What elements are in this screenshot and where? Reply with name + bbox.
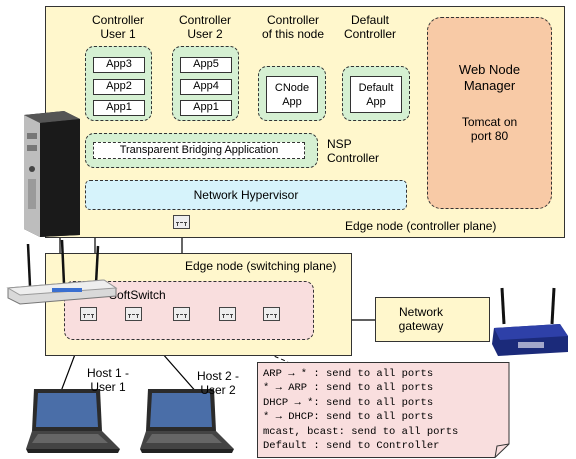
desktop-pc-icon bbox=[24, 111, 80, 237]
rule-line: * → DHCP: send to all ports bbox=[263, 411, 434, 424]
gateway-router-icon bbox=[492, 287, 568, 356]
user1-app3: App3 bbox=[93, 57, 145, 73]
host1-laptop-icon bbox=[26, 389, 120, 453]
web-node-manager bbox=[427, 17, 552, 209]
column-label-node: Controller of this node bbox=[261, 13, 325, 41]
rules-note-shape bbox=[257, 362, 510, 458]
host2-laptop-icon bbox=[140, 389, 234, 453]
column-label-user1: Controller User 1 bbox=[91, 13, 145, 41]
cnode-app: CNode App bbox=[266, 76, 318, 113]
transparent-bridging-app: Transparent Bridging Application bbox=[93, 142, 305, 159]
rule-line: Default : send to Controller bbox=[263, 440, 440, 453]
rule-line: ARP → * : send to all ports bbox=[263, 368, 434, 380]
nsp-controller-label: NSP Controller bbox=[327, 137, 380, 165]
network-hypervisor-label: Network Hypervisor bbox=[193, 188, 299, 202]
switch-port-2-icon bbox=[125, 307, 142, 321]
user1-app1: App1 bbox=[93, 100, 145, 116]
softswitch-label: SoftSwitch bbox=[109, 288, 166, 302]
user1-app2: App2 bbox=[93, 79, 145, 95]
web-node-manager-subtitle: Tomcat on port 80 bbox=[461, 115, 518, 143]
network-gateway-label: Network gateway bbox=[398, 305, 444, 333]
rules-list: ARP → * : send to all ports * → ARP : se… bbox=[263, 367, 458, 453]
switch-port-5-icon bbox=[263, 307, 280, 321]
column-label-user2: Controller User 2 bbox=[178, 13, 232, 41]
network-gateway-box bbox=[375, 297, 490, 342]
host1-label: Host 1 - User 1 bbox=[86, 366, 129, 394]
rule-line: DHCP → *: send to all ports bbox=[263, 396, 434, 409]
switching-plane-label: Edge node (switching plane) bbox=[185, 259, 337, 273]
default-app: Default App bbox=[350, 76, 402, 113]
switch-port-1-icon bbox=[80, 307, 97, 321]
web-node-manager-title: Web Node Manager bbox=[458, 62, 521, 93]
user2-app5: App5 bbox=[180, 57, 232, 73]
column-label-default: Default Controller bbox=[343, 13, 397, 41]
user2-app4: App4 bbox=[180, 79, 232, 95]
network-hypervisor bbox=[85, 180, 407, 210]
switch-port-3-icon bbox=[173, 307, 190, 321]
hypervisor-port-icon bbox=[173, 215, 190, 229]
host2-label: Host 2 - User 2 bbox=[196, 369, 239, 397]
switch-port-4-icon bbox=[219, 307, 236, 321]
rule-line: mcast, bcast: send to all ports bbox=[263, 425, 459, 438]
controller-plane-label: Edge node (controller plane) bbox=[345, 219, 497, 233]
rule-line: * → ARP : send to all ports bbox=[263, 382, 434, 395]
access-router-icon bbox=[6, 239, 118, 305]
user2-app1: App1 bbox=[180, 100, 232, 116]
